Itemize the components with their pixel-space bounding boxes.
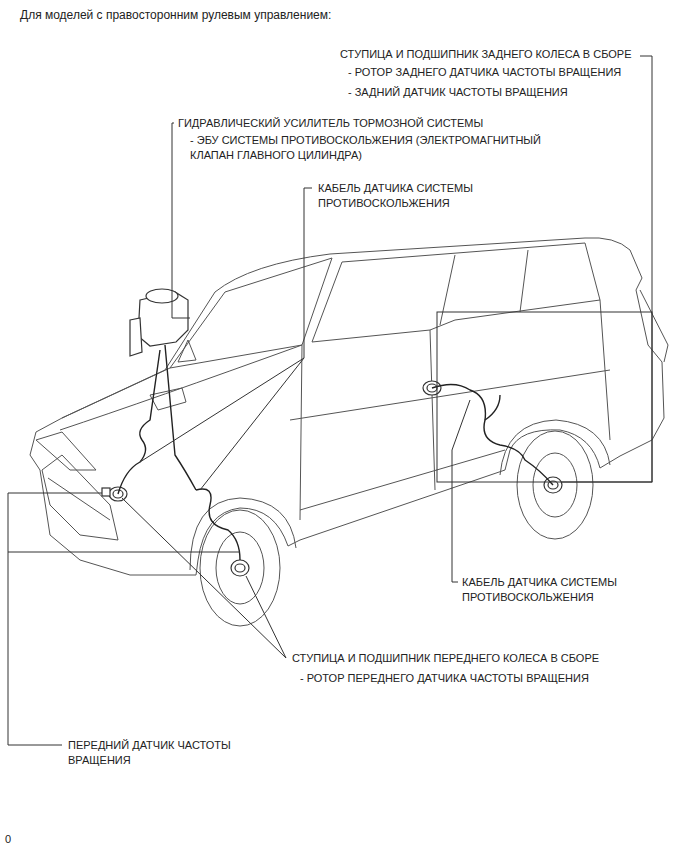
drawing-line <box>300 345 302 520</box>
car-body <box>30 238 668 626</box>
drawing-line <box>533 453 577 517</box>
drawing-line <box>42 455 118 540</box>
drawing-line <box>430 330 435 490</box>
drawing-line <box>235 564 245 572</box>
drawing-line <box>290 370 610 420</box>
drawing-line <box>216 532 264 604</box>
part-name: ГИДРАВЛИЧЕСКИЙ УСИЛИТЕЛЬ ТОРМОЗНОЙ СИСТЕ… <box>178 116 483 131</box>
figure-number: 0 <box>5 832 11 847</box>
drawing-line <box>36 432 96 470</box>
part-name: - РОТОР ПЕРЕДНЕГО ДАТЧИКА ЧАСТОТЫ ВРАЩЕН… <box>300 671 589 686</box>
drawing-line <box>562 56 652 482</box>
drawing-line <box>165 345 196 490</box>
part-name: СТУПИЦА И ПОДШИПНИК ЗАДНЕГО КОЛЕСА В СБО… <box>340 47 632 62</box>
drawing-line <box>8 493 102 745</box>
drawing-line <box>30 238 664 575</box>
drawing-line <box>246 576 286 658</box>
part-name: - ЭБУ СИСТЕМЫ ПРОТИВОСКОЛЬЖЕНИЯ (ЭЛЕКТРО… <box>190 133 575 163</box>
drawing-line <box>196 489 240 560</box>
drawing-line <box>122 498 286 658</box>
drawing-line <box>140 358 304 462</box>
drawing-line <box>170 258 332 368</box>
drawing-line <box>437 312 652 482</box>
drawing-line <box>150 388 186 410</box>
drawing-line <box>200 358 304 490</box>
part-name: КАБЕЛЬ ДАТЧИКА СИСТЕМЫ ПРОТИВОСКОЛЬЖЕНИЯ <box>462 575 637 605</box>
drawing-line <box>178 340 196 362</box>
part-name: ПЕРЕДНИЙ ДАТЧИК ЧАСТОТЫ ВРАЩЕНИЯ <box>68 738 248 768</box>
drawing-line <box>130 318 142 356</box>
drawing-line <box>640 290 668 362</box>
drawing-line <box>172 123 190 318</box>
part-name: СТУПИЦА И ПОДШИПНИК ПЕРЕДНЕГО КОЛЕСА В С… <box>292 651 599 666</box>
drawing-line <box>48 478 110 520</box>
part-name: - РОТОР ЗАДНЕГО ДАТЧИКА ЧАСТОТЫ ВРАЩЕНИЯ <box>348 65 621 80</box>
drawing-line <box>432 384 553 485</box>
drawing-line <box>102 488 110 496</box>
drawing-line <box>520 250 528 312</box>
drawing-line <box>146 289 178 303</box>
sensor-cables <box>118 345 553 560</box>
drawing-line <box>8 552 240 553</box>
drawing-line <box>118 350 160 494</box>
drawing-line <box>517 431 593 539</box>
drawing-line <box>312 243 600 342</box>
part-name: КАБЕЛЬ ДАТЧИКА СИСТЕМЫ ПРОТИВОСКОЛЬЖЕНИЯ <box>318 181 493 211</box>
diagram-title: Для моделей с правосторонним рулевым упр… <box>20 8 331 23</box>
abs-parts <box>102 289 562 576</box>
drawing-line <box>452 400 470 582</box>
drawing-line <box>485 395 500 420</box>
drawing-line <box>304 188 312 358</box>
drawing-line <box>440 255 455 325</box>
drawing-line <box>231 560 249 576</box>
drawing-line <box>60 345 302 430</box>
part-name: - ЗАДНИЙ ДАТЧИК ЧАСТОТЫ ВРАЩЕНИЯ <box>348 85 568 100</box>
drawing-line <box>300 450 505 510</box>
leader-lines <box>8 56 652 745</box>
drawing-line <box>200 510 280 626</box>
